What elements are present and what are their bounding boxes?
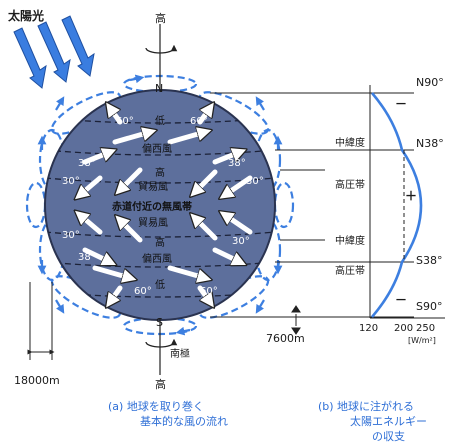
trade-winds-north-label: 貿易風 (138, 181, 168, 193)
lat-38-nw-label: 38° (78, 158, 96, 169)
lat-30-sw-label: 30° (62, 230, 80, 241)
balance-plus-middle: ＋ (405, 189, 417, 203)
high-pressure-north-label: 高 (155, 166, 165, 179)
caption-b-line2: 太陽エネルギー (350, 415, 427, 428)
height-dimension-18000 (27, 282, 55, 360)
x-tick-200: 200 (394, 323, 413, 334)
height-7600-label: 7600m (266, 332, 305, 345)
lat-n90-label: N90° (416, 76, 444, 89)
sunlight-arrows-icon (13, 15, 95, 89)
lat-60-nw-label: 60° (116, 116, 134, 127)
lat-38-sw-label: 38° (78, 252, 96, 263)
balance-minus-bottom: － (395, 293, 407, 307)
lat-38-ne-label: 38° (228, 158, 246, 169)
caption-a-line1: (a) 地球を取り巻く (108, 399, 204, 413)
lat-n38-label: N38° (416, 137, 444, 150)
north-pole-label: N (155, 82, 163, 95)
mid-latitude-south-label: 中緯度 (335, 234, 365, 247)
lat-s38-label: S38° (416, 254, 442, 267)
wind-arrows (80, 108, 253, 302)
sunlight-label: 太陽光 (8, 8, 44, 23)
x-tick-120: 120 (359, 323, 378, 334)
mid-latitude-north-label: 中緯度 (335, 136, 365, 149)
lat-60-ne-label: 60° (190, 116, 208, 127)
x-axis-unit: [W/m²] (408, 336, 436, 345)
low-pressure-south-label: 低 (155, 278, 165, 291)
south-high-label: 高 (155, 377, 166, 391)
westerlies-south-label: 偏西風 (142, 252, 172, 265)
caption-b-line1: (b) 地球に注がれる (318, 399, 414, 413)
zone-guide-lines (210, 92, 414, 318)
south-pole-label: S (156, 316, 163, 329)
north-rotation-icon (145, 44, 178, 54)
south-rotation-icon (145, 338, 178, 348)
lat-30-nw-label: 30° (62, 176, 80, 187)
caption-b-line3: の収支 (372, 430, 405, 443)
caption-a-line2: 基本的な風の流れ (140, 414, 228, 428)
lat-30-se-label: 30° (232, 236, 250, 247)
height-dimension-7600 (291, 305, 301, 335)
high-pressure-zone-north-label: 高圧帯 (335, 178, 365, 191)
high-pressure-south-label: 高 (155, 236, 165, 249)
trade-winds-south-label: 貿易風 (138, 217, 168, 229)
lat-30-ne-label: 30° (246, 176, 264, 187)
westerlies-north-label: 偏西風 (142, 142, 172, 155)
north-high-label: 高 (155, 11, 166, 25)
circulation-direction-arrows (37, 74, 283, 336)
solar-energy-curve (371, 92, 423, 318)
balance-minus-top: － (395, 97, 407, 111)
height-18000-label: 18000m (14, 374, 60, 387)
x-tick-250: 250 (416, 323, 435, 334)
high-pressure-zone-south-label: 高圧帯 (335, 264, 365, 277)
low-pressure-north-label: 低 (155, 114, 165, 127)
doldrums-label: 赤道付近の無風帯 (112, 200, 192, 213)
south-pole-name-label: 南極 (170, 347, 190, 360)
lat-60-sw-label: 60° (134, 286, 152, 297)
lat-s90-label: S90° (416, 300, 442, 313)
lat-60-se-label: 60° (200, 286, 218, 297)
